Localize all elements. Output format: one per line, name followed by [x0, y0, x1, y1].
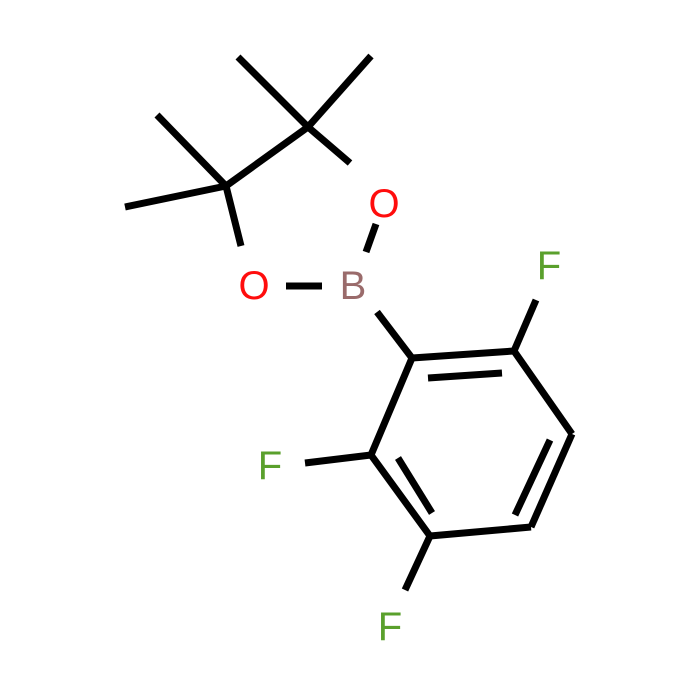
bond-methyl-c1-up-left — [235, 54, 311, 130]
atom-boron: B — [340, 264, 367, 308]
bond-c1-o-upper — [305, 124, 353, 166]
bond-methyl-c2-left — [124, 182, 227, 211]
bond-methyl-c1-up-right — [305, 53, 374, 130]
bond-ring-f-top — [510, 298, 540, 353]
atom-fluorine-left: F — [258, 444, 282, 488]
bond-ring-c5-c6 — [368, 452, 433, 539]
bond-boron-ring — [374, 309, 415, 361]
bond-lines — [124, 53, 576, 592]
bond-ring-c2-c3 — [511, 348, 575, 437]
bond-c1-c2 — [223, 124, 311, 189]
atom-fluorine-bottom: F — [378, 605, 402, 649]
bond-ring-f-left — [304, 451, 372, 467]
bond-o-upper-boron — [362, 222, 380, 254]
atom-oxygen-upper: O — [368, 182, 399, 226]
bond-ring-c6-c1 — [367, 356, 416, 457]
bond-ring-c3-c4 — [527, 432, 576, 529]
bond-c2-o-lower — [222, 185, 245, 247]
bond-ring-c3-c4-inner — [511, 438, 554, 517]
atom-oxygen-lower: O — [238, 264, 269, 308]
atom-labels: O O B F F F — [238, 182, 561, 649]
bond-ring-c4-c5 — [429, 523, 532, 540]
bond-ring-f-bottom — [401, 534, 434, 592]
bond-ring-c1-c2 — [411, 347, 515, 362]
bond-ring-c1-c2-inner — [427, 369, 503, 382]
atom-fluorine-top: F — [537, 244, 561, 288]
bond-methyl-c2-up — [154, 112, 229, 189]
bond-ring-c5-c6-inner — [395, 456, 435, 515]
